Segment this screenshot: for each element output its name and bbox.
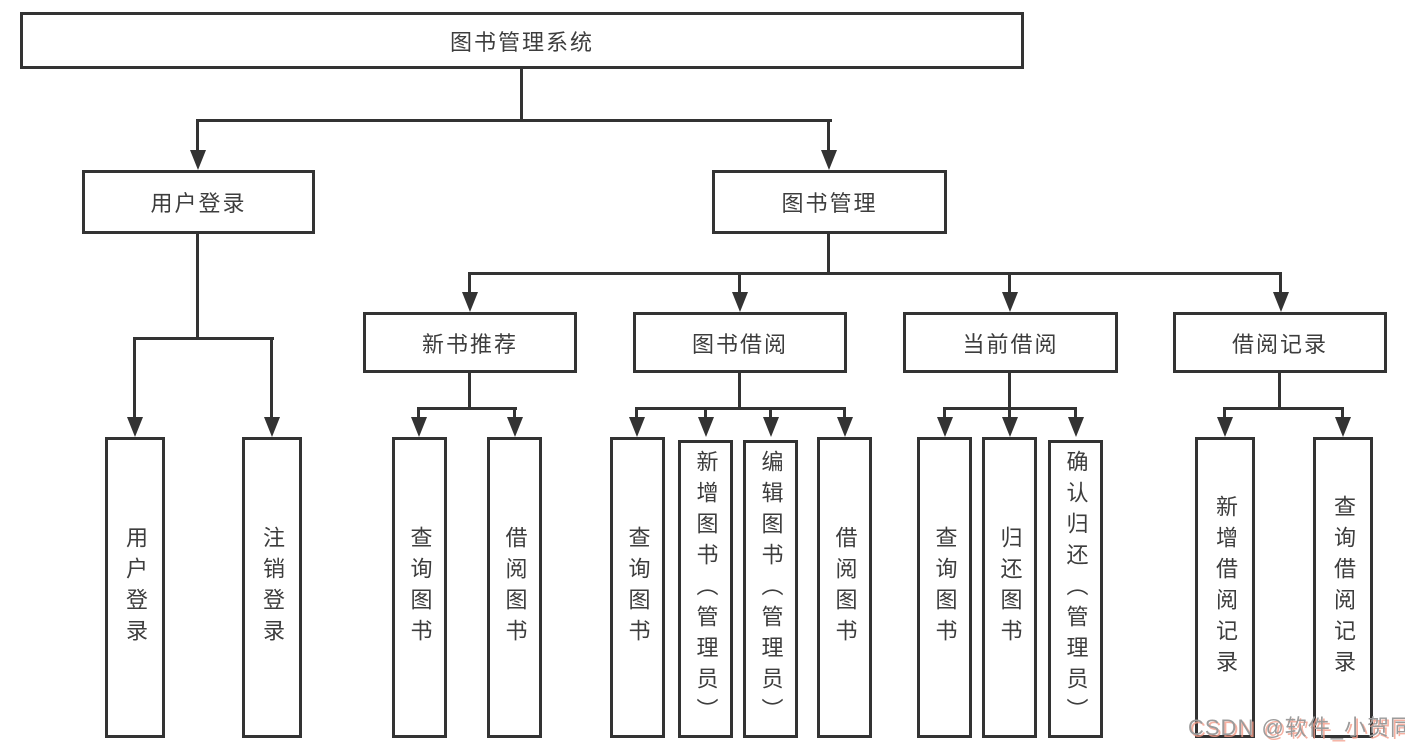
- leaf-nb-borrow-books-label: 借阅图书: [502, 525, 528, 650]
- node-current-borrow-label: 当前借阅: [962, 331, 1059, 357]
- edge-to-cb-query: [943, 407, 946, 419]
- leaf-bb-query-books: 查询图书: [610, 437, 665, 738]
- edge-new-book-rec-branch: [417, 407, 517, 410]
- node-user-login-label: 用户登录: [150, 191, 247, 216]
- edge-to-current-borrow: [1008, 272, 1011, 294]
- arrowhead-user-login: [190, 150, 206, 170]
- arrowhead-nb-borrow: [507, 417, 523, 437]
- arrowhead-book-mgmt: [821, 150, 837, 170]
- node-book-mgmt: 图书管理: [712, 170, 947, 234]
- edge-to-br-add: [1223, 407, 1226, 419]
- leaf-logout-label: 注销登录: [260, 525, 285, 650]
- arrowhead-cb-return: [1002, 417, 1018, 437]
- leaf-bb-add-books-admin-label: 新增图书（管理员）: [693, 449, 719, 729]
- edge-to-borrow-records: [1279, 272, 1282, 294]
- node-current-borrow: 当前借阅: [903, 312, 1118, 373]
- leaf-cb-query-books-label: 查询图书: [932, 525, 958, 650]
- leaf-br-query-record: 查询借阅记录: [1313, 437, 1373, 738]
- arrowhead-cb-query: [937, 417, 953, 437]
- arrowhead-current-borrow: [1002, 292, 1018, 312]
- csdn-watermark: CSDN @软件_小贺同学: [1188, 715, 1405, 740]
- leaf-cb-return-books: 归还图书: [982, 437, 1037, 738]
- arrowhead-book-borrow: [732, 292, 748, 312]
- node-book-borrow-label: 图书借阅: [691, 331, 788, 357]
- edge-root-branch: [196, 119, 832, 122]
- edge-book-mgmt-trunk: [827, 234, 830, 275]
- arrowhead-borrow-records: [1273, 292, 1289, 312]
- edge-user-login-trunk: [196, 234, 199, 339]
- leaf-bb-edit-books-admin-label: 编辑图书（管理员）: [758, 449, 784, 729]
- edge-to-leaf-user-login: [133, 337, 136, 419]
- edge-current-borrow-trunk: [1008, 373, 1011, 409]
- arrowhead-new-book-rec: [462, 292, 478, 312]
- leaf-bb-borrow-books: 借阅图书: [817, 437, 872, 738]
- arrowhead-nb-query: [411, 417, 427, 437]
- leaf-br-query-record-label: 查询借阅记录: [1331, 494, 1356, 681]
- leaf-nb-query-books: 查询图书: [392, 437, 447, 738]
- arrowhead-cb-confirm: [1068, 417, 1084, 437]
- edge-to-bb-add: [704, 407, 707, 419]
- edge-to-nb-query: [417, 407, 420, 419]
- edge-to-new-book-rec: [468, 272, 471, 294]
- leaf-bb-query-books-label: 查询图书: [625, 525, 651, 650]
- edge-book-borrow-branch: [635, 407, 846, 410]
- leaf-bb-add-books-admin: 新增图书（管理员）: [678, 440, 733, 738]
- leaf-bb-edit-books-admin: 编辑图书（管理员）: [743, 440, 798, 738]
- leaf-cb-return-books-label: 归还图书: [997, 525, 1023, 650]
- leaf-user-login-label: 用户登录: [123, 525, 148, 650]
- edge-to-bb-edit: [769, 407, 772, 419]
- leaf-br-add-record-label: 新增借阅记录: [1213, 494, 1238, 681]
- node-root-label: 图书管理系统: [449, 29, 594, 55]
- leaf-cb-query-books: 查询图书: [917, 437, 972, 738]
- node-book-mgmt-label: 图书管理: [781, 191, 878, 216]
- arrowhead-br-query: [1335, 417, 1351, 437]
- leaf-cb-confirm-return-admin-label: 确认归还（管理员）: [1063, 449, 1089, 729]
- node-user-login: 用户登录: [82, 170, 315, 234]
- leaf-nb-query-books-label: 查询图书: [407, 525, 433, 650]
- arrowhead-bb-query: [629, 417, 645, 437]
- leaf-user-login: 用户登录: [105, 437, 165, 738]
- node-new-book-rec: 新书推荐: [363, 312, 577, 373]
- edge-root-trunk: [520, 69, 523, 121]
- edge-user-login-branch: [133, 337, 274, 340]
- leaf-br-add-record: 新增借阅记录: [1195, 437, 1255, 738]
- edge-to-cb-confirm: [1074, 407, 1077, 419]
- edge-to-bb-query: [635, 407, 638, 419]
- edge-to-book-borrow: [738, 272, 741, 294]
- node-borrow-records-label: 借阅记录: [1231, 331, 1328, 357]
- edge-borrow-records-trunk: [1278, 373, 1281, 409]
- node-book-borrow: 图书借阅: [633, 312, 847, 373]
- arrowhead-bb-add: [698, 417, 714, 437]
- edge-book-mgmt-branch: [468, 272, 1282, 275]
- edge-to-book-mgmt: [827, 119, 830, 152]
- arrowhead-br-add: [1217, 417, 1233, 437]
- edge-to-br-query: [1341, 407, 1344, 419]
- edge-to-bb-borrow: [843, 407, 846, 419]
- leaf-bb-borrow-books-label: 借阅图书: [832, 525, 858, 650]
- edge-to-cb-return: [1008, 407, 1011, 419]
- leaf-cb-confirm-return-admin: 确认归还（管理员）: [1048, 440, 1103, 738]
- edge-new-book-rec-trunk: [468, 373, 471, 409]
- node-borrow-records: 借阅记录: [1173, 312, 1387, 373]
- edge-to-leaf-logout: [270, 337, 273, 419]
- arrowhead-leaf-logout: [264, 417, 280, 437]
- node-root: 图书管理系统: [20, 12, 1024, 69]
- edge-borrow-records-branch: [1223, 407, 1344, 410]
- arrowhead-bb-borrow: [837, 417, 853, 437]
- arrowhead-bb-edit: [763, 417, 779, 437]
- leaf-nb-borrow-books: 借阅图书: [487, 437, 542, 738]
- leaf-logout: 注销登录: [242, 437, 302, 738]
- node-new-book-rec-label: 新书推荐: [421, 331, 518, 357]
- arrowhead-leaf-user-login: [127, 417, 143, 437]
- edge-to-nb-borrow: [513, 407, 516, 419]
- edge-book-borrow-trunk: [738, 373, 741, 409]
- edge-to-user-login: [196, 119, 199, 152]
